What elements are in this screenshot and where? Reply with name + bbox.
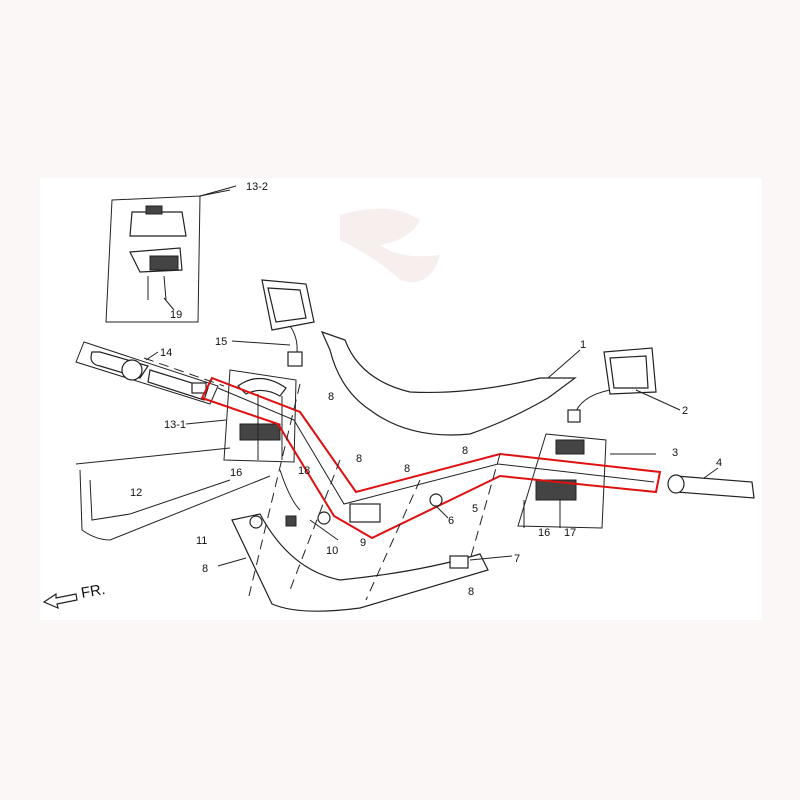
callout-15: 15: [215, 336, 227, 348]
right-grip: [667, 474, 755, 499]
callout-8a: 8: [328, 391, 334, 403]
callout-10: 10: [326, 545, 338, 557]
part-10: [317, 511, 331, 525]
direction-label: FR.: [80, 581, 107, 602]
switch-assembly-13-2: [105, 189, 231, 323]
callout-1: 1: [580, 339, 586, 351]
callout-8b: 8: [356, 453, 362, 465]
callout-8e: 8: [202, 563, 208, 575]
callout-7: 7: [514, 553, 520, 565]
cables: [75, 447, 301, 541]
handlebar-cover: [320, 330, 577, 436]
callout-16-left: 16: [230, 467, 242, 479]
callout-17: 17: [564, 527, 576, 539]
callout-3: 3: [672, 447, 678, 459]
left-grip: [75, 341, 219, 405]
part-9: [349, 503, 381, 523]
callout-8c: 8: [404, 463, 410, 475]
callout-13-2: 13-2: [246, 181, 268, 193]
front-direction-arrow: FR.: [42, 581, 107, 610]
callout-13-1: 13-1: [164, 419, 186, 431]
switch-assembly-right: [517, 433, 607, 529]
leader-lines: [143, 185, 719, 601]
lower-cover: [231, 513, 489, 612]
part-6: [429, 493, 443, 507]
callout-9: 9: [360, 537, 366, 549]
callout-12: 12: [130, 487, 142, 499]
watermark: [340, 208, 440, 283]
callout-2: 2: [682, 405, 688, 417]
callout-8d: 8: [462, 445, 468, 457]
callout-14: 14: [160, 347, 172, 359]
callout-5: 5: [472, 503, 478, 515]
right-mirror: [567, 347, 657, 423]
callout-18: 18: [298, 465, 310, 477]
handlebar-highlight: [200, 376, 662, 540]
callout-19: 19: [170, 309, 182, 321]
callout-16-right: 16: [538, 527, 550, 539]
callout-6: 6: [448, 515, 454, 527]
callout-4: 4: [716, 457, 722, 469]
callout-11: 11: [196, 535, 207, 547]
callout-8f: 8: [468, 586, 474, 598]
left-mirror: [261, 279, 315, 367]
